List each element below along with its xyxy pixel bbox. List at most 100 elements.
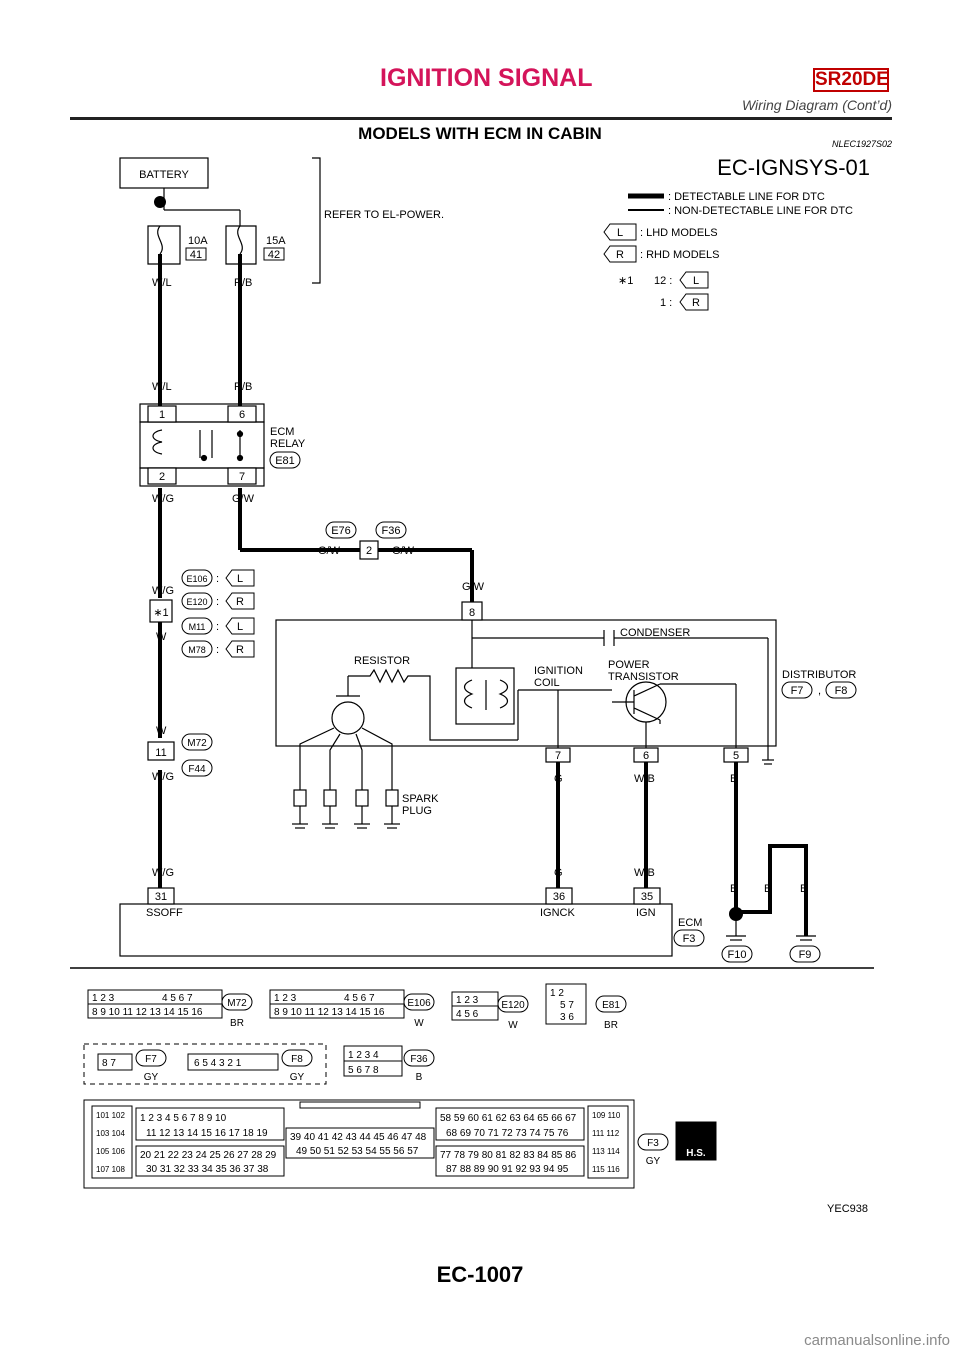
legend-lhd: : LHD MODELS [640,227,718,239]
svg-text:30 31 32 33 34 35 36 37 38: 30 31 32 33 34 35 36 37 38 [146,1164,269,1175]
wire-wl-top: W/L [152,277,172,289]
legend-star-r: R [692,297,700,309]
pin-35: 35 [641,891,653,903]
legend-r-tag: R [616,249,624,261]
svg-text:6 5 4 3 2 1: 6 5 4 3 2 1 [194,1058,242,1069]
spark-label: SPARK [402,793,439,805]
tag-l-2: L [237,621,243,633]
svg-text:1 2 3: 1 2 3 [92,993,115,1004]
fuse2-amp: 15A [266,235,286,247]
svg-text:8 9 10 11 12 13 14 15 16: 8 9 10 11 12 13 14 15 16 [274,1007,385,1018]
battery-label: BATTERY [139,169,189,181]
conn-f8: F8 [835,685,848,697]
svg-text:107 108: 107 108 [96,1165,125,1174]
svg-text:1 2 3 4: 1 2 3 4 [348,1050,379,1061]
legend-star-1: 1 : [660,297,672,309]
comma: , [818,685,821,697]
f7-label: F7 [145,1054,157,1065]
page-number: EC-1007 [436,1262,524,1287]
fuse1-number: 41 [190,249,202,261]
svg-text::: : [216,596,219,608]
ground-f9: F9 [799,949,812,961]
wire-gw-4: G/W [462,581,485,593]
svg-text:1 2: 1 2 [550,988,564,999]
svg-text:49 50 51 52 53 54 55 56 57: 49 50 51 52 53 54 55 56 57 [296,1146,419,1157]
pin-2: 2 [366,545,372,557]
conn-m11: M11 [189,622,206,632]
svg-text:3 6: 3 6 [560,1012,574,1023]
pin-11: 11 [155,747,166,759]
fuse2-number: 42 [268,249,280,261]
wire-wb-2: W/B [634,867,655,879]
page-header-title: IGNITION SIGNAL [380,64,593,92]
svg-text:1 2 3: 1 2 3 [456,995,479,1006]
f8-color: GY [290,1072,305,1083]
spark-label2: PLUG [402,805,432,817]
svg-text:103 104: 103 104 [96,1129,125,1138]
svg-text:1 2 3: 1 2 3 [274,993,297,1004]
conn-m78: M78 [188,645,206,655]
legend-star-12: 12 : [654,275,672,287]
svg-text:4 5 6 7: 4 5 6 7 [344,993,375,1004]
e81-color: BR [604,1020,618,1031]
ecm-relay-conn: E81 [275,455,295,467]
pin-31: 31 [155,891,167,903]
e106-label: E106 [407,998,431,1009]
wire-gw-1: G/W [232,493,255,505]
conn-f7: F7 [791,685,804,697]
ecm-pin-ignck: IGNCK [540,907,576,919]
e106-color: W [414,1018,424,1029]
footer-watermark: carmanualsonline.info [804,1332,950,1349]
svg-text:8 9 10 11 12 13 14 15 16: 8 9 10 11 12 13 14 15 16 [92,1007,203,1018]
svg-text::: : [216,573,219,585]
legend-l-tag: L [617,227,623,239]
ecm-label: ECM [678,917,702,929]
conn-f36: F36 [382,525,401,537]
svg-text:4 5 6 7: 4 5 6 7 [162,993,193,1004]
section-title: MODELS WITH ECM IN CABIN [358,124,602,143]
f3-label: F3 [647,1138,659,1149]
wire-w-2: W [156,725,167,737]
svg-text:39 40 41 42 43 44 45 46 47 48: 39 40 41 42 43 44 45 46 47 48 [290,1132,427,1143]
power-tr-label2: TRANSISTOR [608,671,679,683]
pin-7-dist: 7 [555,750,561,762]
svg-text:105 106: 105 106 [96,1147,125,1156]
f36-color: B [416,1072,423,1083]
wire-wl: W/L [152,381,172,393]
svg-text:68 69 70 71 72 73 74 75 76: 68 69 70 71 72 73 74 75 76 [446,1128,569,1139]
ign-coil-label: IGNITION [534,665,583,677]
m72-color: BR [230,1018,244,1029]
conn-e76: E76 [331,525,351,537]
wire-rb-top: R/B [234,277,252,289]
svg-text:5 6 7 8: 5 6 7 8 [348,1065,379,1076]
ign-coil-label2: COIL [534,677,560,689]
star-joint: ∗1 [153,607,168,619]
ecm-relay-label: ECM [270,426,294,438]
image-code: YEC938 [827,1203,868,1215]
ecm-conn: F3 [683,933,696,945]
svg-text:111 112: 111 112 [592,1129,620,1138]
pin-36: 36 [553,891,565,903]
wire-g-1: G [554,773,563,785]
conn-m72: M72 [187,738,207,749]
pin-5-dist: 5 [733,750,739,762]
f7-color: GY [144,1072,159,1083]
relay-pin-6: 6 [239,409,245,421]
wire-gw-2: G/W [318,545,341,557]
wire-b-1: B [730,773,737,785]
e81-label: E81 [602,1000,620,1011]
legend-star-l: L [693,275,699,287]
svg-text:109 110: 109 110 [592,1111,621,1120]
conn-e106: E106 [186,574,207,584]
conn-e120: E120 [186,597,207,607]
ecm-pin-ign: IGN [636,907,656,919]
wire-wb-1: W/B [634,773,655,785]
hs-badge: H.S. [686,1148,706,1159]
diagram-id: EC-IGNSYS-01 [717,155,870,180]
pin-8: 8 [469,607,475,619]
wire-b-4: B [800,883,807,895]
wire-wg-4: W/G [152,867,174,879]
relay-pin-2: 2 [159,471,165,483]
legend-nondetectable: : NON-DETECTABLE LINE FOR DTC [668,205,853,217]
f36-label: F36 [410,1054,428,1065]
